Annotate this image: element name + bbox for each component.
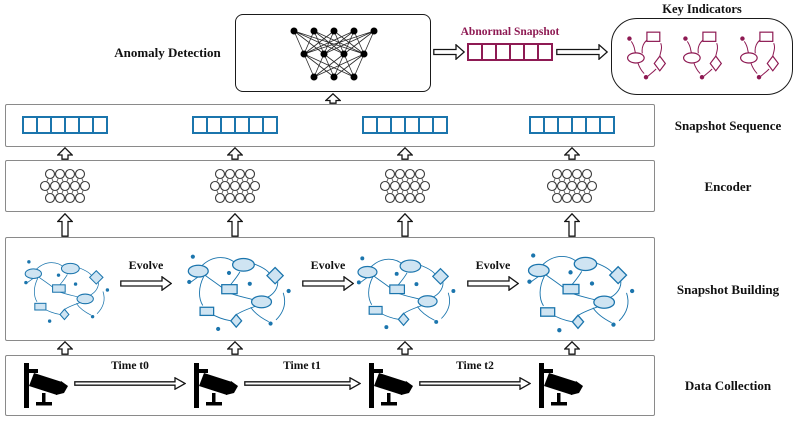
time-label: Time t0 [111, 360, 149, 372]
evolve-arrow-icon [302, 276, 354, 291]
arrow-up-icon [57, 341, 73, 355]
snapshot-building-box [5, 237, 655, 341]
arrow-up-icon [564, 213, 580, 237]
arrow-up-icon [57, 213, 73, 237]
arrow-up-icon [57, 147, 73, 160]
key-indicators-box [611, 18, 793, 95]
snapshot-bar [192, 116, 278, 134]
encoder-cluster-icon [542, 165, 602, 207]
arrow-up-icon [397, 213, 413, 237]
arrow-up-icon [227, 147, 243, 160]
snapshot-sequence-label: Snapshot Sequence [674, 118, 782, 133]
evolve-arrow-icon [467, 276, 519, 291]
anomaly-detection-label: Anomaly Detection [114, 45, 221, 60]
evolve-label: Evolve [475, 258, 511, 272]
graph-snapshot-icon [522, 244, 648, 338]
abnormal-snapshot-bar [467, 43, 553, 61]
evolve-label: Evolve [128, 258, 164, 272]
encoder-cluster-icon [205, 165, 265, 207]
snapshot-building-label: Snapshot Building [676, 282, 780, 297]
encoder-box [5, 160, 655, 212]
time-arrow-icon [74, 377, 186, 390]
arrow-up-icon [227, 341, 243, 355]
key-indicators-label: Key Indicators [662, 2, 742, 16]
arrow-up-icon [564, 341, 580, 355]
key-indicator-graph-icon [736, 29, 782, 85]
time-arrow-icon [244, 377, 361, 390]
time-label: Time t1 [283, 360, 321, 372]
graph-snapshot-icon [352, 246, 468, 336]
time-label: Time t2 [456, 360, 494, 372]
data-collection-label: Data Collection [684, 378, 772, 393]
abnormal-snapshot-label: Abnormal Snapshot [460, 26, 560, 38]
camera-icon [367, 362, 413, 410]
time-arrow-icon [419, 377, 531, 390]
key-indicator-graph-icon [679, 29, 725, 85]
snapshot-bar [22, 116, 108, 134]
arrow-nn-to-abnormal-icon [433, 44, 465, 60]
evolve-label: Evolve [310, 258, 346, 272]
encoder-label: Encoder [704, 179, 752, 194]
camera-icon [22, 362, 68, 410]
graph-snapshot-icon [20, 252, 120, 328]
arrow-seq-to-nn-icon [325, 93, 341, 104]
arrow-up-icon [397, 341, 413, 355]
graph-snapshot-icon [182, 244, 304, 338]
encoder-cluster-icon [375, 165, 435, 207]
arrow-up-icon [227, 213, 243, 237]
arrow-up-icon [564, 147, 580, 160]
snapshot-bar [362, 116, 448, 134]
arrow-abnormal-to-key-icon [556, 44, 608, 60]
evolve-arrow-icon [120, 276, 172, 291]
neural-network-box [235, 14, 431, 92]
key-indicator-graph-icon [623, 29, 669, 85]
camera-icon [192, 362, 238, 410]
snapshot-bar [529, 116, 615, 134]
encoder-cluster-icon [35, 165, 95, 207]
arrow-up-icon [397, 147, 413, 160]
camera-icon [537, 362, 583, 410]
neural-network-icon [290, 27, 378, 81]
